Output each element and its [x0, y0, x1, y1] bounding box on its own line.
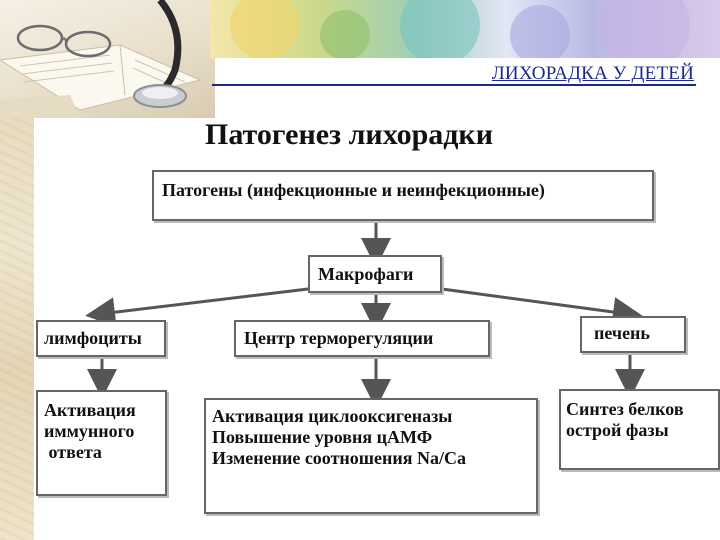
lymphocytes-label: лимфоциты: [44, 328, 142, 348]
immune-activation-line-3: ответа: [44, 442, 102, 463]
liver-label: печень: [594, 323, 650, 343]
arrow-macrophages-to-lymphocytes: [85, 287, 309, 328]
left-parchment-strip: [0, 118, 34, 540]
box-macrophages: Макрофаги: [308, 255, 442, 293]
thermoregulation-center-label: Центр терморегуляции: [244, 328, 434, 348]
immune-activation-line-2: иммунного: [44, 421, 135, 442]
box-lymphocytes: лимфоциты: [36, 320, 166, 357]
acute-phase-line-2: острой фазы: [566, 420, 669, 441]
acute-phase-line-1: Синтез белков: [566, 399, 684, 419]
center-effect-line-3: Изменение соотношения Na/Ca: [212, 448, 466, 469]
box-acute-phase: Синтез белков острой фазы: [559, 389, 720, 470]
box-center-effects: Активация циклооксигеназы Повышение уров…: [204, 398, 538, 514]
header-title: ЛИХОРАДКА У ДЕТЕЙ: [491, 63, 694, 84]
immune-activation-line-1: Активация: [44, 400, 136, 420]
box-thermoregulation-center: Центр терморегуляции: [234, 320, 490, 357]
arrow-macrophages-to-liver: [441, 287, 643, 327]
pathogens-label: Патогены (инфекционные и неинфекционные): [162, 180, 545, 200]
center-effect-line-1: Активация циклооксигеназы: [212, 406, 453, 426]
box-liver: печень: [580, 316, 686, 353]
box-pathogens: Патогены (инфекционные и неинфекционные): [152, 170, 654, 221]
header-photo-stethoscope: [0, 0, 215, 118]
header-underline-bar: [212, 84, 696, 86]
box-immune-activation: Активация иммунного ответа: [36, 390, 167, 496]
header-banner-floral: [210, 0, 720, 58]
slide-title: Патогенез лихорадки: [205, 118, 494, 151]
macrophages-label: Макрофаги: [318, 264, 414, 284]
center-effect-line-2: Повышение уровня цАМФ: [212, 427, 433, 448]
